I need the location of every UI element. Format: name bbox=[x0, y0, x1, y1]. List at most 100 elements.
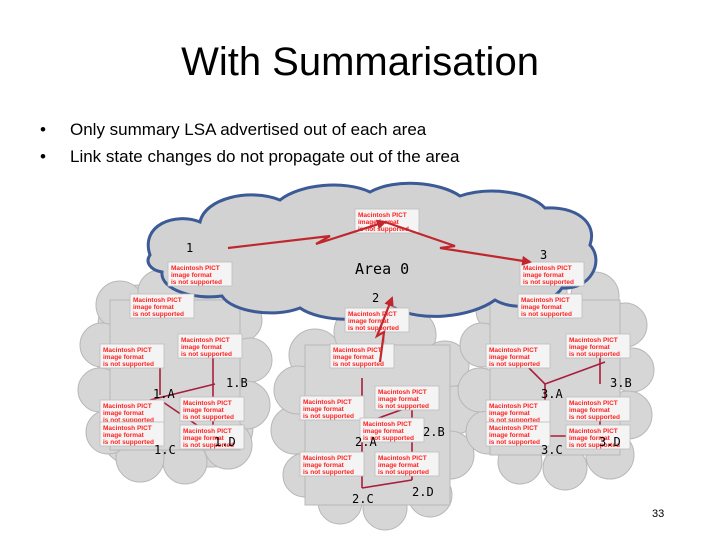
placeholder-text: image format bbox=[183, 407, 225, 414]
placeholder-text: image format bbox=[523, 272, 565, 279]
placeholder-text: Macintosh PICT bbox=[521, 297, 570, 304]
placeholder-text: is not supported bbox=[569, 414, 620, 421]
placeholder-text: is not supported bbox=[333, 361, 384, 368]
placeholder-text: image format bbox=[103, 354, 145, 361]
placeholder-text: is not supported bbox=[183, 414, 234, 421]
router-label-2c: 2.C bbox=[352, 492, 374, 506]
placeholder-text: is not supported bbox=[348, 325, 399, 332]
placeholder-text: is not supported bbox=[303, 413, 354, 420]
placeholder-text: is not supported bbox=[303, 469, 354, 476]
router-label-3c: 3.C bbox=[541, 443, 563, 457]
placeholder-text: Macintosh PICT bbox=[103, 425, 152, 432]
bullet-item: •Only summary LSA advertised out of each… bbox=[40, 116, 459, 143]
router-label-1a: 1.A bbox=[153, 387, 175, 401]
placeholder-text: is not supported bbox=[569, 351, 620, 358]
placeholder-text: image format bbox=[489, 432, 531, 439]
router-label-2a: 2.A bbox=[355, 435, 377, 449]
bullet-text: Only summary LSA advertised out of each … bbox=[70, 120, 427, 139]
placeholder-text: Macintosh PICT bbox=[569, 337, 618, 344]
placeholder-text: Macintosh PICT bbox=[489, 403, 538, 410]
router-label-3b: 3.B bbox=[610, 376, 632, 390]
placeholder-text: image format bbox=[378, 462, 420, 469]
placeholder-text: Macintosh PICT bbox=[103, 403, 152, 410]
placeholder-text: image format bbox=[569, 407, 611, 414]
router-label-3a: 3.A bbox=[541, 387, 563, 401]
placeholder-text: Macintosh PICT bbox=[378, 389, 427, 396]
router-label-2d: 2.D bbox=[412, 485, 434, 499]
placeholder-text: Macintosh PICT bbox=[569, 400, 618, 407]
placeholder-text: image format bbox=[569, 344, 611, 351]
placeholder-text: image format bbox=[303, 406, 345, 413]
placeholder-text: is not supported bbox=[523, 279, 574, 286]
placeholder-text: is not supported bbox=[183, 442, 234, 449]
placeholder-text: Macintosh PICT bbox=[569, 428, 618, 435]
placeholder-text: Macintosh PICT bbox=[133, 297, 182, 304]
bullet-text: Link state changes do not propagate out … bbox=[70, 147, 460, 166]
summary-arrow-3 bbox=[384, 220, 532, 266]
router-label-1c: 1.C bbox=[154, 443, 176, 457]
placeholder-text: is not supported bbox=[103, 417, 154, 424]
placeholder-text: Macintosh PICT bbox=[181, 337, 230, 344]
placeholder-text: Macintosh PICT bbox=[489, 425, 538, 432]
placeholder-text: image format bbox=[489, 410, 531, 417]
placeholder-text: image format bbox=[303, 462, 345, 469]
placeholder-text: is not supported bbox=[181, 351, 232, 358]
bullet-item: •Link state changes do not propagate out… bbox=[40, 143, 459, 170]
placeholder-text: is not supported bbox=[489, 439, 540, 446]
slide-title: With Summarisation bbox=[181, 40, 539, 84]
area-2-cloud bbox=[270, 305, 480, 531]
placeholder-text: is not supported bbox=[489, 417, 540, 424]
placeholder-text: is not supported bbox=[363, 435, 414, 442]
placeholder-text: Macintosh PICT bbox=[171, 265, 220, 272]
placeholder-text: image format bbox=[183, 435, 225, 442]
router-label-1b: 1.B bbox=[226, 376, 248, 390]
placeholder-text: is not supported bbox=[378, 469, 429, 476]
placeholder-text: Macintosh PICT bbox=[378, 455, 427, 462]
placeholder-text: is not supported bbox=[133, 311, 184, 318]
placeholder-text: Macintosh PICT bbox=[358, 212, 407, 219]
placeholder-text: is not supported bbox=[489, 361, 540, 368]
placeholder-text: Macintosh PICT bbox=[489, 347, 538, 354]
router-label-1d: 1.D bbox=[214, 435, 236, 449]
placeholder-text: Macintosh PICT bbox=[183, 400, 232, 407]
placeholder-text: Macintosh PICT bbox=[363, 421, 412, 428]
placeholder-text: image format bbox=[133, 304, 175, 311]
page-number: 33 bbox=[652, 508, 665, 520]
placeholder-text: is not supported bbox=[358, 226, 409, 233]
bullet-list: •Only summary LSA advertised out of each… bbox=[40, 116, 459, 170]
placeholder-text: Macintosh PICT bbox=[523, 265, 572, 272]
placeholder-text: is not supported bbox=[521, 311, 572, 318]
placeholder-text: image format bbox=[333, 354, 375, 361]
placeholder-text: Macintosh PICT bbox=[183, 428, 232, 435]
area-0-backbone-cloud bbox=[146, 181, 598, 321]
router-label-3d: 3.D bbox=[599, 435, 621, 449]
placeholder-text: image format bbox=[378, 396, 420, 403]
placeholder-text: is not supported bbox=[103, 361, 154, 368]
placeholder-text: image format bbox=[348, 318, 390, 325]
placeholder-text: is not supported bbox=[378, 403, 429, 410]
link-label-2: 2 bbox=[372, 291, 379, 305]
placeholder-text: image format bbox=[181, 344, 223, 351]
summary-arrow-2 bbox=[374, 296, 394, 363]
